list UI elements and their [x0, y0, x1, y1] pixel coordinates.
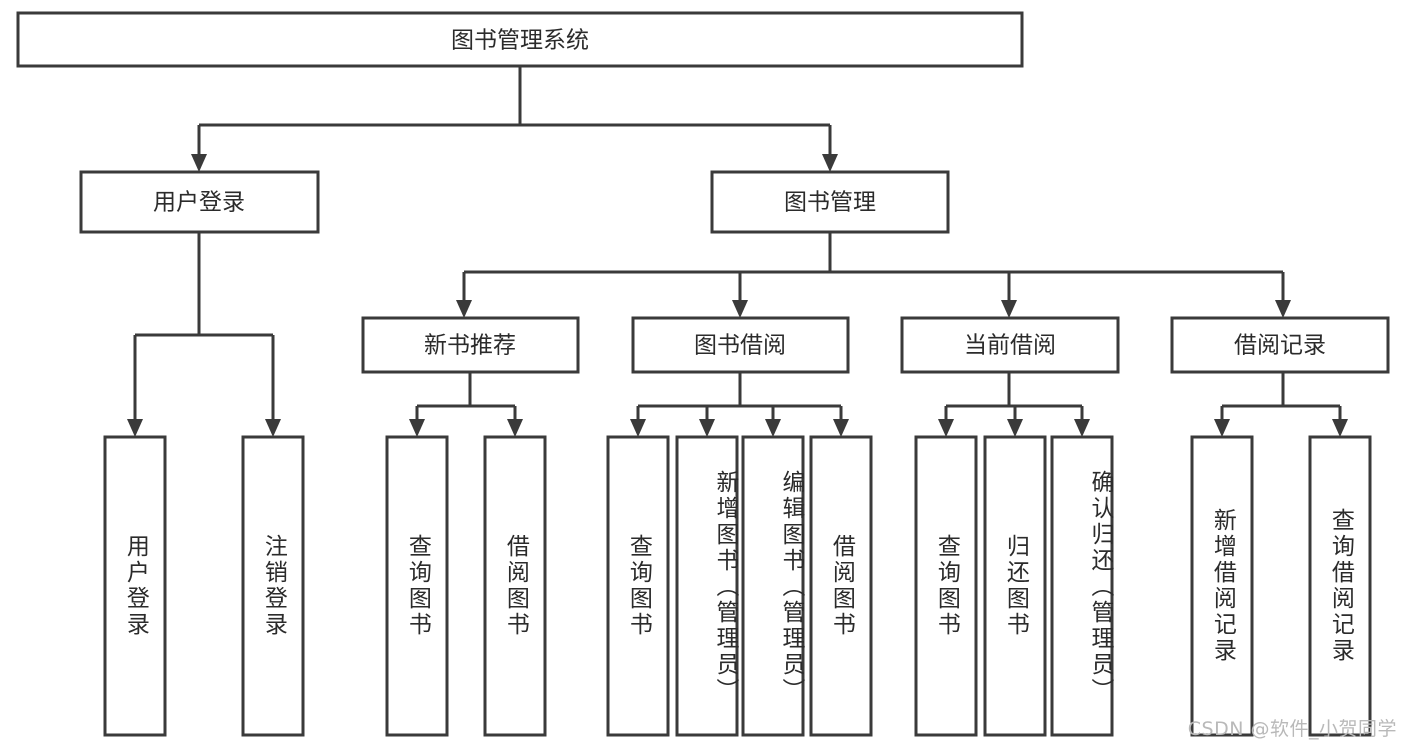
arrow-bm-to-book-borrow	[732, 300, 748, 318]
node-current-borrow-label: 当前借阅	[964, 333, 1056, 359]
arrow-book-borrow-leaf-4	[833, 419, 849, 437]
node-leaf-add-borrow-record-box[interactable]	[1190, 435, 1254, 737]
arrow-new-book-leaf-2	[507, 419, 523, 437]
arrow-user-login-leaf-2	[265, 419, 281, 437]
connector-layer	[127, 66, 1348, 437]
node-new-book-recommend-label: 新书推荐	[424, 333, 516, 359]
node-root-label: 图书管理系统	[451, 28, 589, 54]
arrow-user-login-leaf-1	[127, 419, 143, 437]
node-user-login[interactable]: 用户登录	[79, 170, 320, 234]
node-borrow-record-label: 借阅记录	[1234, 333, 1326, 359]
arrow-bm-to-borrow-record	[1275, 300, 1291, 318]
arrow-book-borrow-leaf-2	[699, 419, 715, 437]
arrow-root-to-book-management	[822, 154, 838, 172]
node-new-book-recommend-box[interactable]	[361, 316, 580, 374]
arrow-book-borrow-leaf-3	[765, 419, 781, 437]
node-user-login-box[interactable]	[79, 170, 320, 234]
arrow-current-borrow-leaf-3	[1074, 419, 1090, 437]
node-borrow-record-box[interactable]	[1170, 316, 1390, 374]
node-layer: 图书管理系统 用户登录 图书管理 新书推荐 图书借阅	[16, 11, 1390, 737]
node-current-borrow-box[interactable]	[900, 316, 1120, 374]
node-new-book-recommend[interactable]: 新书推荐	[361, 316, 580, 374]
node-book-borrow[interactable]: 图书借阅	[631, 316, 850, 374]
node-root-box[interactable]	[16, 11, 1024, 68]
node-leaf-user-logout-box[interactable]	[241, 435, 305, 737]
node-leaf-borrow-books-box[interactable]	[809, 435, 873, 737]
arrow-book-borrow-leaf-1	[630, 419, 646, 437]
node-borrow-record[interactable]: 借阅记录	[1170, 316, 1390, 374]
node-leaf-edit-book-admin-box[interactable]	[741, 435, 805, 737]
node-leaf-query-books-recommend-box[interactable]	[385, 435, 449, 737]
node-leaf-confirm-return-admin-box[interactable]	[1050, 435, 1114, 737]
node-leaf-query-books-current-box[interactable]	[914, 435, 978, 737]
arrow-borrow-record-leaf-2	[1332, 419, 1348, 437]
node-leaf-user-login-box[interactable]	[103, 435, 167, 737]
arrow-root-to-user-login	[191, 154, 207, 172]
arrow-borrow-record-leaf-1	[1214, 419, 1230, 437]
node-leaf-return-books-box[interactable]	[983, 435, 1047, 737]
arrow-bm-to-new-book	[456, 300, 472, 318]
node-book-management-label: 图书管理	[784, 190, 876, 216]
arrow-current-borrow-leaf-1	[938, 419, 954, 437]
node-book-borrow-label: 图书借阅	[694, 333, 786, 359]
arrow-current-borrow-leaf-2	[1007, 419, 1023, 437]
node-book-borrow-box[interactable]	[631, 316, 850, 374]
node-root[interactable]: 图书管理系统	[16, 11, 1024, 68]
arrow-new-book-leaf-1	[409, 419, 425, 437]
node-leaf-borrow-books-recommend-box[interactable]	[483, 435, 547, 737]
csdn-watermark: CSDN @软件_小贺同学	[1187, 718, 1397, 740]
node-current-borrow[interactable]: 当前借阅	[900, 316, 1120, 374]
arrow-bm-to-current-borrow	[1001, 300, 1017, 318]
node-book-management-box[interactable]	[710, 170, 950, 234]
node-leaf-add-book-admin-box[interactable]	[675, 435, 739, 737]
node-leaf-query-borrow-record-box[interactable]	[1308, 435, 1372, 737]
node-book-management[interactable]: 图书管理	[710, 170, 950, 234]
node-user-login-label: 用户登录	[153, 190, 245, 216]
node-leaf-query-books-borrow-box[interactable]	[606, 435, 670, 737]
